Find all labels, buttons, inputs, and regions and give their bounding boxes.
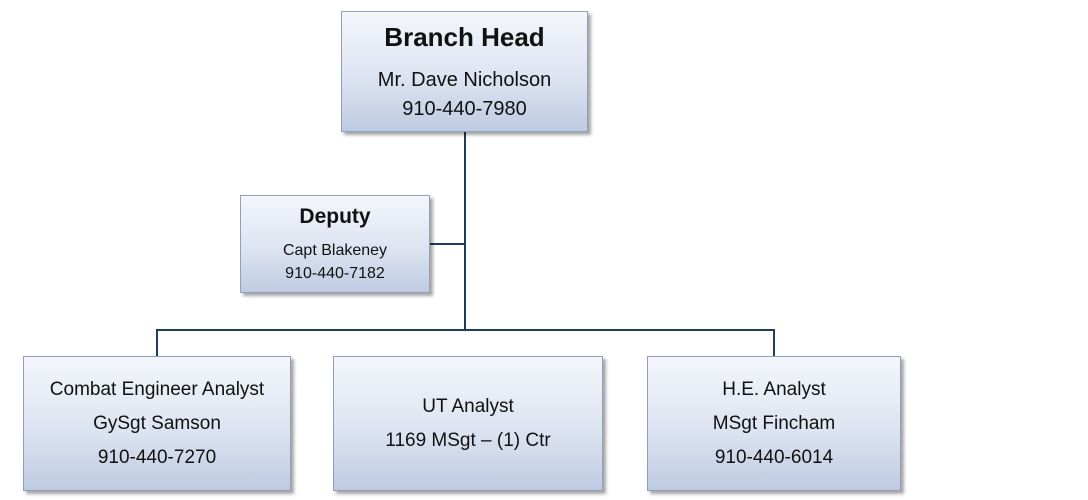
he-analyst-box: H.E. Analyst MSgt Fincham 910-440-6014 — [647, 356, 901, 491]
combat-engineer-analyst-box: Combat Engineer Analyst GySgt Samson 910… — [23, 356, 291, 491]
ut-analyst-detail: 1169 MSgt – (1) Ctr — [385, 429, 551, 451]
he-analyst-name: MSgt Fincham — [712, 412, 836, 434]
combat-engineer-name: GySgt Samson — [93, 412, 221, 434]
deputy-phone: 910-440-7182 — [285, 265, 385, 282]
deputy-title: Deputy — [299, 205, 371, 228]
he-analyst-phone: 910-440-6014 — [714, 446, 834, 468]
deputy-box: Deputy Capt Blakeney 910-440-7182 — [240, 195, 430, 293]
branch-head-name: Mr. Dave Nicholson — [377, 69, 552, 91]
deputy-name: Capt Blakeney — [282, 242, 388, 259]
branch-head-phone: 910-440-7980 — [402, 98, 527, 120]
ut-analyst-title: UT Analyst — [422, 395, 514, 417]
combat-engineer-title: Combat Engineer Analyst — [49, 378, 265, 400]
combat-engineer-phone: 910-440-7270 — [97, 446, 217, 468]
branch-head-title: Branch Head — [384, 22, 545, 52]
ut-analyst-box: UT Analyst 1169 MSgt – (1) Ctr — [333, 356, 603, 491]
branch-head-box: Branch Head Mr. Dave Nicholson 910-440-7… — [341, 11, 588, 132]
he-analyst-title: H.E. Analyst — [722, 378, 826, 400]
